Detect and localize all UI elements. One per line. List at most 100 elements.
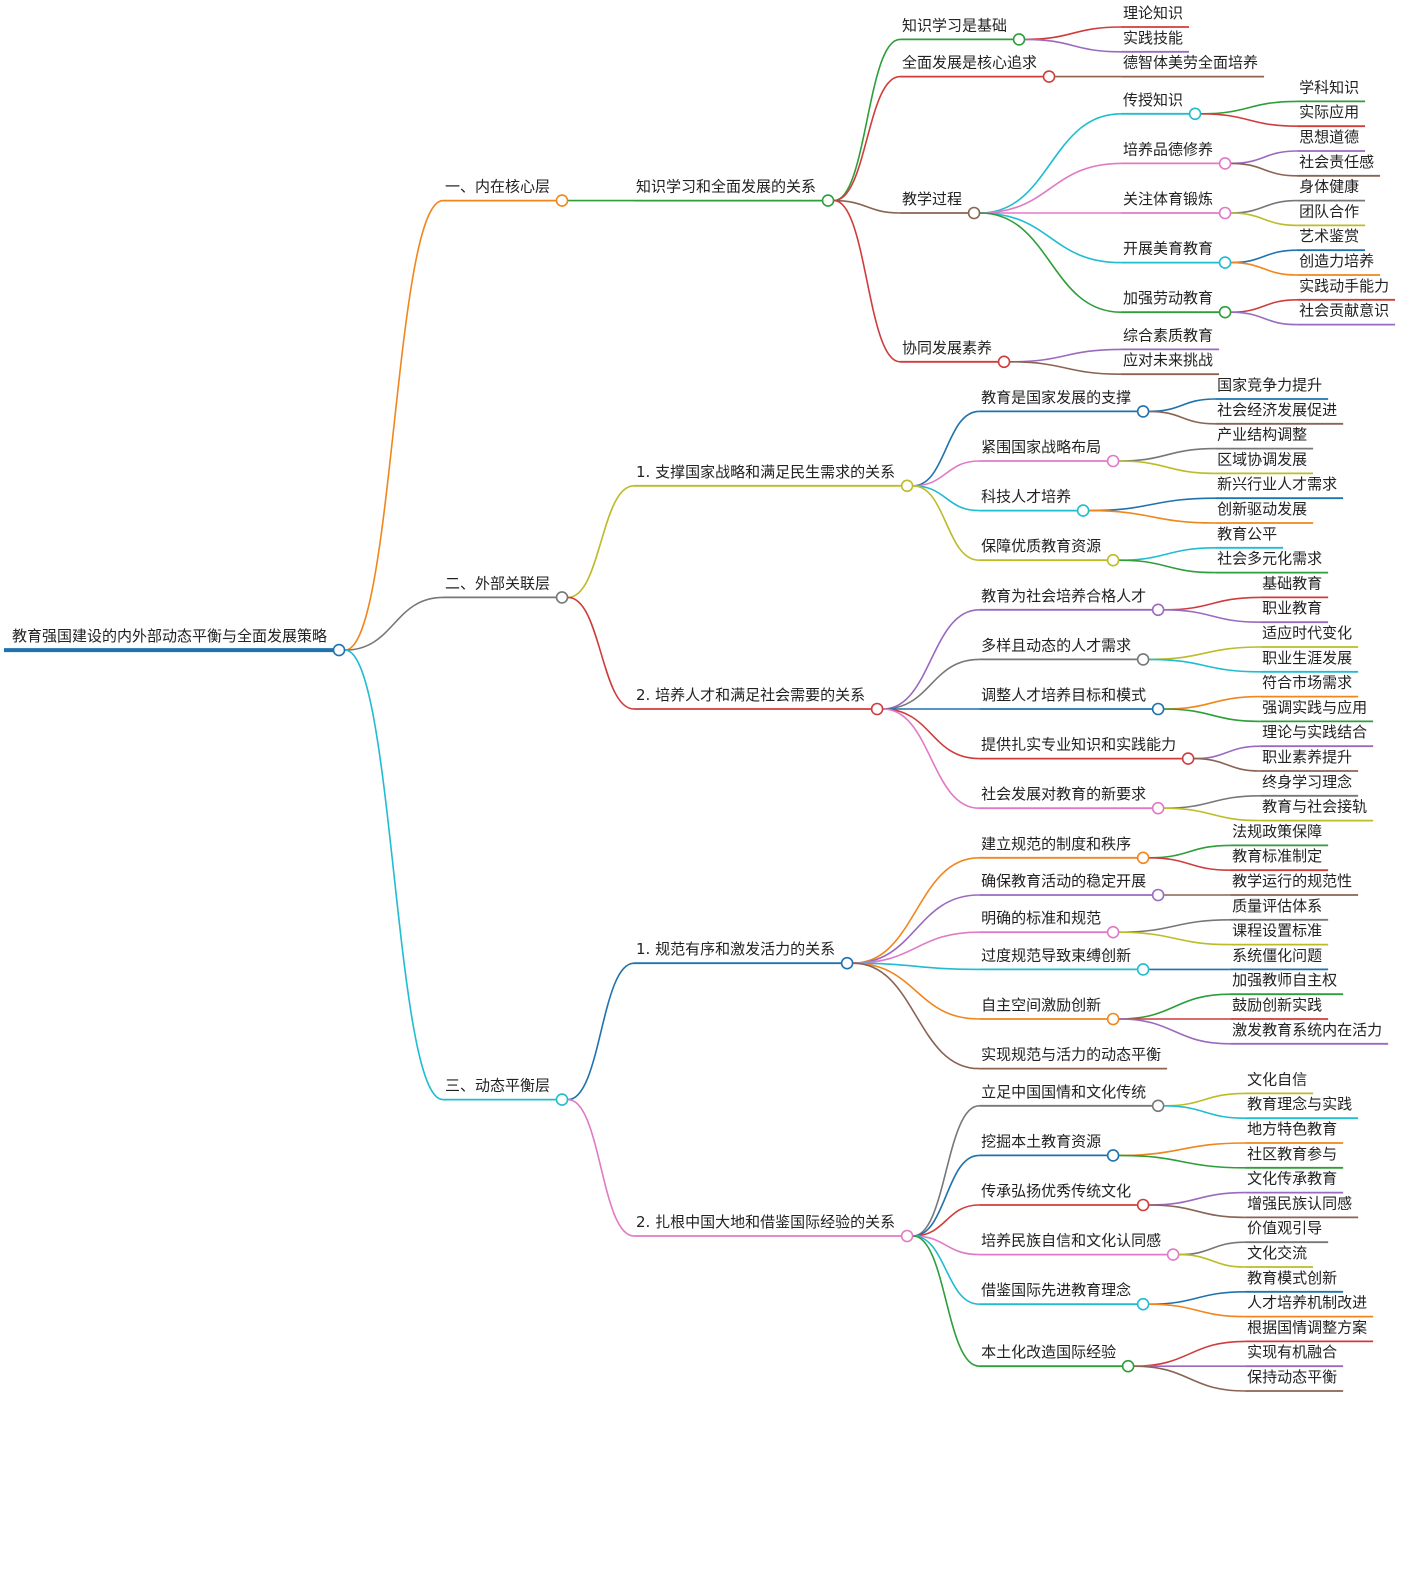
node-label-d0[interactable]: 教育强国建设的内外部动态平衡与全面发展策略	[12, 627, 327, 645]
node-label-d3[interactable]: 过度规范导致束缚创新	[981, 946, 1131, 964]
node-label-d3[interactable]: 多样且动态的人才需求	[981, 636, 1131, 654]
node-label-d4[interactable]: 质量评估体系	[1232, 897, 1322, 915]
node-label-d4[interactable]: 适应时代变化	[1262, 624, 1352, 642]
collapse-toggle-icon[interactable]	[1121, 1359, 1135, 1373]
node-label-d4[interactable]: 激发教育系统内在活力	[1232, 1021, 1382, 1039]
collapse-toggle-icon[interactable]	[1136, 1198, 1150, 1212]
node-label-d3[interactable]: 教育为社会培养合格人才	[981, 587, 1146, 605]
node-label-d4[interactable]: 理论与实践结合	[1262, 723, 1367, 741]
node-label-d3[interactable]: 知识学习是基础	[902, 16, 1007, 34]
node-label-d4[interactable]: 课程设置标准	[1232, 922, 1322, 940]
collapse-toggle-icon[interactable]	[1136, 1297, 1150, 1311]
node-label-d4[interactable]: 实践技能	[1123, 29, 1183, 47]
node-label-d4[interactable]: 职业教育	[1262, 599, 1322, 617]
node-label-d3[interactable]: 教育是国家发展的支撑	[981, 388, 1131, 406]
node-label-d3[interactable]: 教学过程	[902, 190, 962, 208]
collapse-toggle-icon[interactable]	[821, 194, 835, 207]
collapse-toggle-icon[interactable]	[967, 206, 981, 220]
node-label-d4[interactable]: 保持动态平衡	[1247, 1368, 1337, 1386]
collapse-toggle-icon[interactable]	[332, 643, 346, 657]
collapse-toggle-icon[interactable]	[1106, 454, 1120, 468]
node-label-d2[interactable]: 2. 培养人才和满足社会需要的关系	[636, 686, 865, 704]
collapse-toggle-icon[interactable]	[1188, 107, 1202, 121]
collapse-toggle-icon[interactable]	[1218, 157, 1232, 170]
node-label-d5[interactable]: 社会责任感	[1299, 153, 1374, 171]
collapse-toggle-icon[interactable]	[997, 355, 1011, 369]
node-label-d4[interactable]: 文化自信	[1247, 1070, 1307, 1088]
node-label-d3[interactable]: 建立规范的制度和秩序	[981, 835, 1131, 853]
node-label-d4[interactable]: 文化传承教育	[1247, 1170, 1337, 1188]
node-label-d4[interactable]: 职业素养提升	[1262, 748, 1352, 766]
node-label-d4[interactable]: 系统僵化问题	[1232, 946, 1322, 964]
node-label-d4[interactable]: 社会经济发展促进	[1217, 401, 1337, 419]
node-label-d4[interactable]: 创新驱动发展	[1217, 500, 1307, 518]
node-label-d2[interactable]: 2. 扎根中国大地和借鉴国际经验的关系	[636, 1213, 895, 1231]
collapse-toggle-icon[interactable]	[1218, 256, 1232, 269]
node-label-d3[interactable]: 明确的标准和规范	[981, 909, 1101, 927]
node-label-d4[interactable]: 增强民族认同感	[1247, 1194, 1352, 1212]
node-label-d4[interactable]: 社会多元化需求	[1217, 550, 1322, 568]
collapse-toggle-icon[interactable]	[1106, 1012, 1120, 1026]
node-label-d4[interactable]: 强调实践与应用	[1262, 698, 1367, 716]
collapse-toggle-icon[interactable]	[1106, 1149, 1120, 1162]
node-label-d2[interactable]: 1. 支撑国家战略和满足民生需求的关系	[636, 463, 895, 481]
collapse-toggle-icon[interactable]	[1151, 1099, 1165, 1113]
node-label-d1[interactable]: 二、外部关联层	[445, 574, 550, 592]
collapse-toggle-icon[interactable]	[1106, 553, 1120, 567]
node-label-d5[interactable]: 学科知识	[1299, 78, 1359, 96]
node-label-d5[interactable]: 团队合作	[1299, 202, 1359, 220]
node-label-d4[interactable]: 地方特色教育	[1247, 1120, 1337, 1138]
node-label-d4[interactable]: 培养品德修养	[1123, 140, 1213, 158]
node-label-d4[interactable]: 基础教育	[1262, 574, 1322, 592]
node-label-d5[interactable]: 艺术鉴赏	[1299, 227, 1359, 245]
collapse-toggle-icon[interactable]	[1012, 33, 1026, 46]
node-label-d3[interactable]: 协同发展素养	[902, 339, 992, 357]
node-label-d4[interactable]: 关注体育锻炼	[1123, 190, 1213, 208]
node-label-d3[interactable]: 紧围国家战略布局	[981, 438, 1101, 456]
node-label-d4[interactable]: 文化交流	[1247, 1244, 1307, 1262]
node-label-d3[interactable]: 培养民族自信和文化认同感	[981, 1232, 1161, 1250]
node-label-d4[interactable]: 国家竞争力提升	[1217, 376, 1322, 394]
collapse-toggle-icon[interactable]	[1218, 206, 1232, 220]
node-label-d4[interactable]: 加强劳动教育	[1123, 289, 1213, 307]
node-label-d4[interactable]: 价值观引导	[1247, 1219, 1322, 1237]
collapse-toggle-icon[interactable]	[900, 1229, 914, 1243]
node-label-d4[interactable]: 教学运行的规范性	[1232, 872, 1352, 890]
collapse-toggle-icon[interactable]	[1076, 504, 1090, 517]
node-label-d3[interactable]: 传承弘扬优秀传统文化	[981, 1182, 1131, 1200]
node-label-d3[interactable]: 社会发展对教育的新要求	[981, 785, 1146, 803]
node-label-d4[interactable]: 终身学习理念	[1262, 773, 1352, 791]
node-label-d3[interactable]: 自主空间激励创新	[981, 996, 1101, 1014]
collapse-toggle-icon[interactable]	[555, 591, 569, 604]
node-label-d4[interactable]: 鼓励创新实践	[1232, 996, 1322, 1014]
node-label-d5[interactable]: 思想道德	[1299, 128, 1359, 146]
node-label-d4[interactable]: 开展美育教育	[1123, 240, 1213, 258]
node-label-d3[interactable]: 提供扎实专业知识和实践能力	[981, 736, 1176, 754]
node-label-d2[interactable]: 知识学习和全面发展的关系	[636, 178, 816, 196]
node-label-d4[interactable]: 综合素质教育	[1123, 326, 1213, 344]
node-label-d3[interactable]: 实现规范与活力的动态平衡	[981, 1046, 1161, 1064]
node-label-d4[interactable]: 教育标准制定	[1232, 847, 1322, 865]
node-label-d3[interactable]: 立足中国国情和文化传统	[981, 1083, 1146, 1101]
node-label-d3[interactable]: 挖掘本土教育资源	[981, 1132, 1101, 1150]
node-label-d4[interactable]: 理论知识	[1123, 4, 1183, 22]
collapse-toggle-icon[interactable]	[1136, 851, 1150, 865]
collapse-toggle-icon[interactable]	[1151, 702, 1165, 716]
collapse-toggle-icon[interactable]	[555, 1093, 569, 1106]
node-label-d3[interactable]: 借鉴国际先进教育理念	[981, 1281, 1131, 1299]
node-label-d4[interactable]: 教育理念与实践	[1247, 1095, 1352, 1113]
collapse-toggle-icon[interactable]	[1151, 801, 1165, 815]
node-label-d4[interactable]: 法规政策保障	[1232, 822, 1322, 840]
node-label-d4[interactable]: 符合市场需求	[1262, 674, 1352, 692]
collapse-toggle-icon[interactable]	[1218, 305, 1232, 319]
node-label-d4[interactable]: 区域协调发展	[1217, 450, 1307, 468]
collapse-toggle-icon[interactable]	[1151, 888, 1165, 902]
collapse-toggle-icon[interactable]	[900, 479, 914, 493]
node-label-d3[interactable]: 保障优质教育资源	[981, 537, 1101, 555]
node-label-d4[interactable]: 新兴行业人才需求	[1217, 475, 1337, 493]
collapse-toggle-icon[interactable]	[1136, 653, 1150, 666]
node-label-d3[interactable]: 本土化改造国际经验	[981, 1343, 1116, 1361]
node-label-d4[interactable]: 实现有机融合	[1247, 1343, 1337, 1361]
node-label-d5[interactable]: 实际应用	[1299, 103, 1359, 121]
node-label-d4[interactable]: 应对未来挑战	[1123, 351, 1213, 369]
